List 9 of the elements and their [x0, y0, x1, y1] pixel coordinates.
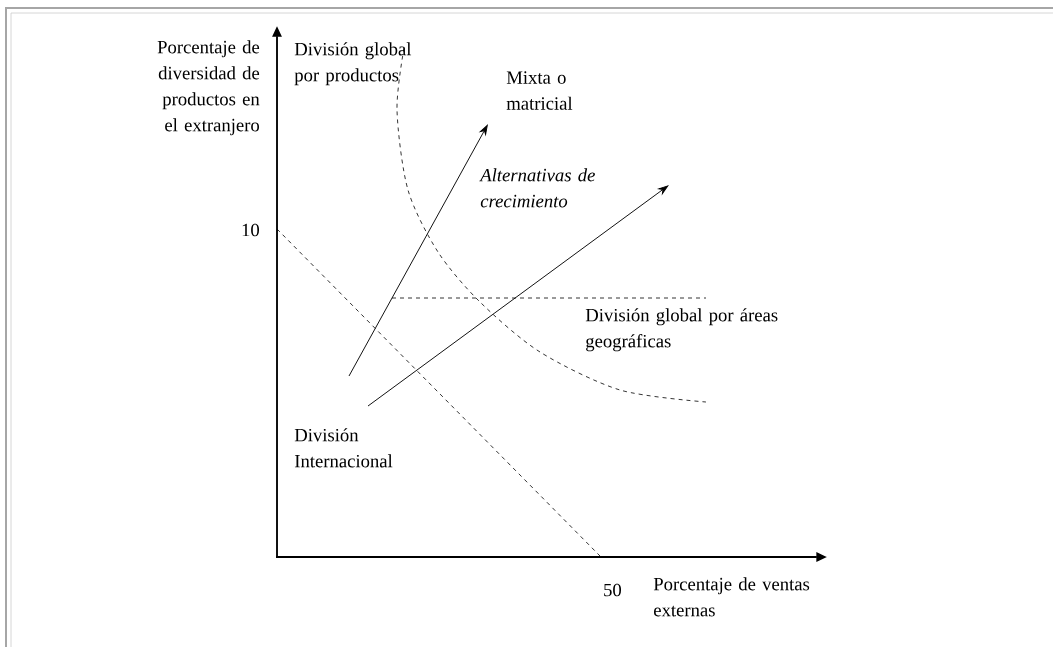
axis-label: 10 [242, 223, 259, 237]
axis-label: División Internacional [294, 428, 393, 468]
axis-label: Porcentaje de ventas externas [653, 577, 810, 617]
axis-label: Porcentaje de diversidad de productos en el extranjero [157, 40, 260, 136]
axis-label: Alternativas de crecimiento [479, 168, 595, 208]
axis-label: 50 [604, 583, 621, 597]
axis-label: Mixta o matricial [506, 71, 573, 110]
axis-label: División global por áreas geográficas [585, 308, 778, 352]
axis-label: División global por productos [294, 42, 412, 86]
